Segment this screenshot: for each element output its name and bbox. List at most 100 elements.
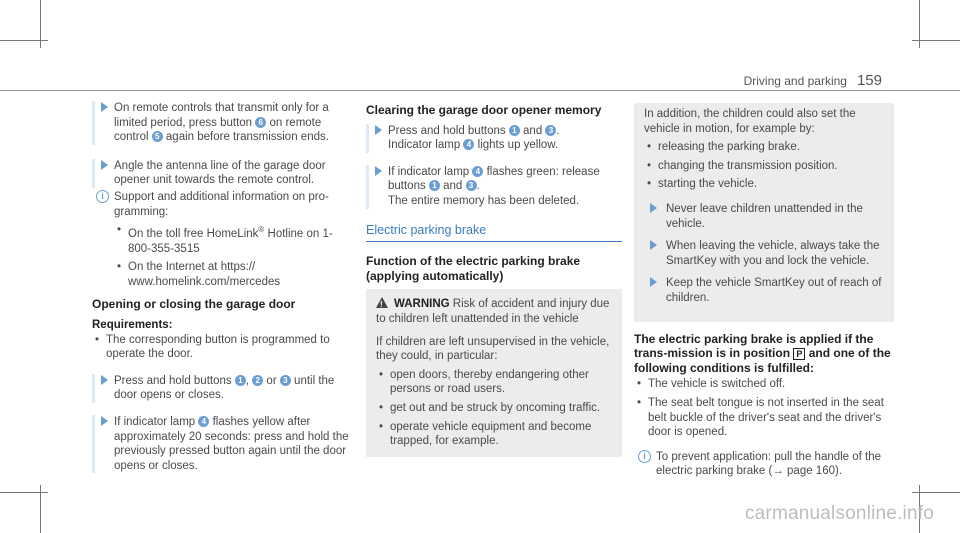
step-block: If indicator lamp 4 flashes green: relea…	[366, 164, 622, 209]
info-icon: i	[638, 449, 651, 463]
section-title: Driving and parking	[743, 74, 847, 88]
warning-triangle-icon	[376, 297, 388, 313]
list-item: The vehicle is switched off.	[634, 377, 894, 392]
text: On remote controls that transmit only fo…	[114, 102, 329, 129]
text: To prevent application: pull the handle …	[656, 450, 882, 478]
step-block: If indicator lamp 4 flashes yellow after…	[92, 414, 354, 474]
step-arrow-icon	[650, 202, 657, 213]
text: until the door opens or closes.	[114, 374, 335, 402]
step-arrow-icon	[375, 165, 382, 176]
paragraph: In addition, the children could also set…	[644, 108, 856, 135]
info-text: Support and additional information on pr…	[114, 190, 329, 218]
callout-3-icon: 3	[545, 124, 557, 136]
column-1: On remote controls that transmit only fo…	[92, 101, 354, 481]
heading: Opening or closing the garage door	[92, 297, 296, 312]
callout-1-icon: 1	[508, 124, 520, 136]
info-block: i To prevent application: pull the handl…	[634, 449, 894, 479]
park-position-icon: P	[793, 348, 806, 361]
text: .	[476, 180, 480, 193]
heading: Clearing the garage door opener memory	[366, 103, 602, 117]
step-block: Angle the antenna line of the garage doo…	[92, 158, 354, 188]
crop-mark	[919, 0, 920, 48]
crop-mark	[40, 485, 41, 533]
text: Press and hold buttons	[114, 374, 235, 387]
requirements-label: Requirements:	[92, 318, 173, 331]
page-header: Driving and parking 159	[744, 72, 882, 89]
callout-1-icon: 1	[234, 374, 246, 386]
callout-3-icon: 3	[279, 374, 291, 386]
callout-4-icon: 4	[198, 415, 210, 427]
crop-mark	[919, 485, 920, 533]
watermark: carmanualsonline.info	[744, 503, 934, 524]
step-block: Never leave children unattended in the v…	[644, 202, 884, 231]
text: again before transmission ends.	[162, 131, 329, 144]
step-arrow-icon	[101, 374, 108, 385]
step-arrow-icon	[650, 240, 657, 251]
callout-6-icon: 6	[255, 116, 267, 128]
heading: The electric parking brake is applied if…	[634, 332, 894, 376]
list-item: The seat belt tongue is not inserted in …	[634, 396, 894, 440]
callout-3-icon: 3	[465, 180, 477, 192]
list-item: releasing the parking brake.	[644, 140, 884, 155]
info-icon: i	[96, 189, 109, 203]
crop-mark	[912, 492, 960, 493]
column-3: In addition, the children could also set…	[634, 103, 894, 487]
list-item: changing the transmission position.	[644, 159, 884, 174]
list-item: starting the vehicle.	[644, 177, 884, 192]
info-block: i Support and additional information on …	[92, 189, 354, 289]
section-heading: Electric parking brake	[366, 223, 622, 243]
text: and one of the following conditions is f…	[634, 346, 891, 375]
list-item: get out and be struck by oncoming traffi…	[376, 401, 612, 416]
text: Indicator lamp	[388, 139, 464, 152]
step-block: When leaving the vehicle, always take th…	[644, 239, 884, 268]
text: Hotline on 1-800-355-3515	[128, 227, 333, 255]
crop-mark	[40, 0, 41, 48]
list-item: On the toll free HomeLink® Hotline on 1-…	[114, 223, 354, 256]
step-arrow-icon	[375, 124, 382, 135]
warning-box: WARNING Risk of accident and injury due …	[366, 289, 622, 457]
page-number: 159	[856, 72, 882, 89]
list-item: open doors, thereby endangering other pe…	[376, 368, 612, 397]
text: On the toll free HomeLink	[128, 227, 259, 240]
step-block: Keep the vehicle SmartKey out of reach o…	[644, 276, 884, 305]
callout-4-icon: 4	[472, 165, 484, 177]
text: When leaving the vehicle, always take th…	[666, 240, 880, 267]
step-block: On remote controls that transmit only fo…	[92, 101, 354, 145]
list-item: On the Internet at https:// www.homelink…	[114, 260, 354, 289]
text: Press and hold buttons	[388, 124, 509, 137]
text: The electric parking brake is applied if…	[634, 331, 874, 361]
text: If indicator lamp	[388, 165, 473, 178]
list-item: The corresponding button is programmed t…	[92, 333, 354, 362]
list-item: operate vehicle equipment and become tra…	[376, 420, 612, 449]
step-arrow-icon	[101, 415, 108, 426]
text: ,	[245, 374, 253, 387]
text: flashes green: release buttons	[388, 165, 600, 193]
text: lights up yellow.	[474, 139, 559, 152]
text: and	[439, 180, 466, 193]
page-reference-link[interactable]: page 160).	[783, 465, 843, 478]
text: and	[519, 124, 546, 137]
callout-1-icon: 1	[428, 180, 440, 192]
text: Never leave children unattended in the v…	[666, 202, 863, 230]
warning-title: WARNING	[394, 298, 450, 311]
heading: Function of the electric parking brake (…	[366, 254, 581, 283]
text: ®	[258, 225, 265, 235]
step-arrow-icon	[650, 277, 657, 288]
text: flashes yellow after approximately 20 se…	[114, 415, 349, 472]
page-ref-arrow-icon: →	[772, 465, 784, 478]
text: .	[556, 124, 560, 137]
text: The entire memory has been deleted.	[388, 194, 580, 207]
step-arrow-icon	[101, 159, 108, 170]
text: Keep the vehicle SmartKey out of reach o…	[666, 277, 882, 304]
step-block: Press and hold buttons 1, 2 or 3 until t…	[92, 373, 354, 403]
crop-mark	[0, 40, 48, 41]
paragraph: If children are left unsupervised in the…	[376, 335, 610, 363]
text: on remote control	[114, 116, 322, 144]
warning-header: WARNING Risk of accident and injury due …	[376, 297, 612, 326]
text: Angle the antenna line of the garage doo…	[114, 159, 326, 187]
step-arrow-icon	[101, 102, 108, 112]
callout-5-icon: 5	[151, 131, 163, 143]
callout-4-icon: 4	[463, 139, 475, 151]
column-2: Clearing the garage door opener memory P…	[366, 103, 622, 467]
callout-2-icon: 2	[252, 374, 264, 386]
